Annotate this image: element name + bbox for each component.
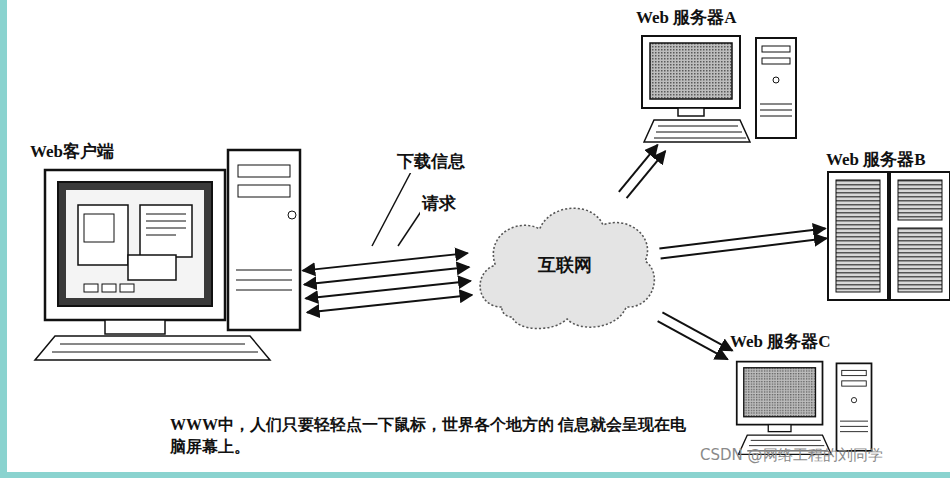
network-label: 互联网: [538, 253, 592, 277]
server-rack: [828, 172, 950, 300]
node-label: Web 服务器A: [636, 6, 737, 29]
client-computer: [35, 150, 300, 360]
data-flow: [619, 145, 665, 198]
server-computer: [642, 36, 796, 142]
computer-node: Web 服务器B: [826, 148, 948, 304]
frame-strip: [0, 472, 950, 478]
flow-label: 请求: [420, 192, 458, 215]
data-flow: [303, 253, 472, 312]
frame-strip: [0, 0, 7, 478]
node-label: Web 服务器C: [730, 330, 831, 353]
data-flow: [659, 228, 826, 258]
computer-node: Web客户端: [30, 140, 305, 365]
data-flow: [658, 312, 733, 359]
leader-line: [398, 210, 422, 246]
watermark: CSDN @网络工程的刘同学: [700, 446, 883, 465]
flow-label: 下载信息: [395, 150, 467, 173]
caption: WWW中，人们只要轻轻点一下鼠标，世界各个地方的 信息就会呈现在电脑屏幕上。: [170, 414, 690, 457]
computer-node: Web 服务器A: [636, 6, 804, 148]
server-computer: [737, 362, 872, 455]
network-cloud: 互联网: [470, 195, 660, 335]
node-label: Web 服务器B: [826, 148, 926, 171]
node-label: Web客户端: [30, 140, 114, 163]
computer-node: Web 服务器C: [730, 330, 880, 462]
